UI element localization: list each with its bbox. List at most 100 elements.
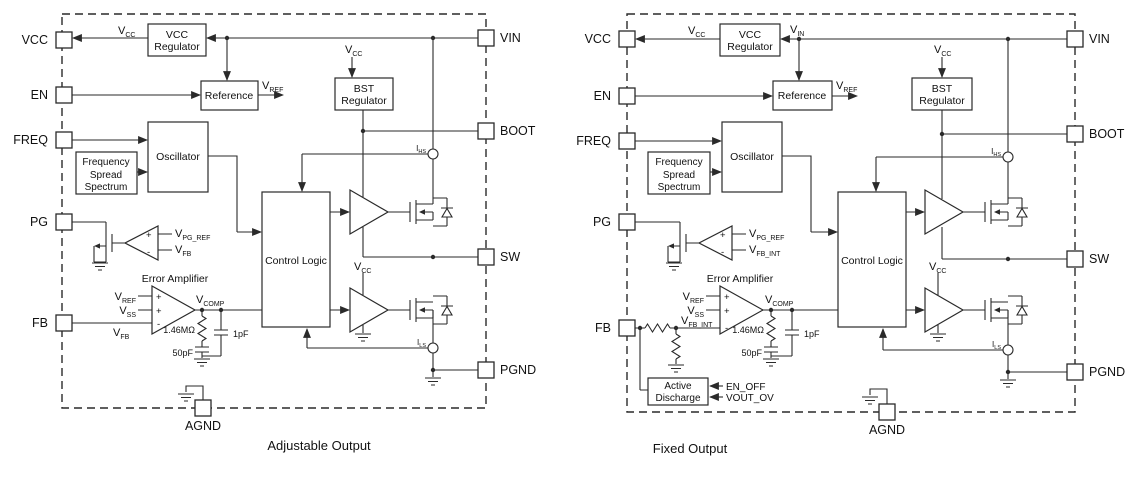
pin-vcc: VCC <box>22 31 73 49</box>
svg-text:+: + <box>146 230 152 241</box>
svg-text:PGND: PGND <box>500 363 536 377</box>
svg-text:VCC: VCC <box>22 33 48 47</box>
ground-icon <box>424 377 442 386</box>
bst-regulator-block: BST Regulator <box>334 77 394 111</box>
svg-text:Regulator: Regulator <box>341 95 387 107</box>
ic-boundary <box>61 13 487 409</box>
svg-text:Regulator: Regulator <box>154 41 200 53</box>
svg-text:1pF: 1pF <box>233 329 249 339</box>
vss-input-label: VSS <box>119 305 136 319</box>
svg-text:Regulator: Regulator <box>727 41 773 53</box>
capacitor-icon <box>194 346 210 353</box>
oscillator-block: Oscillator <box>721 121 783 193</box>
power-good-mosfet <box>665 222 699 271</box>
wire-network <box>635 35 1067 404</box>
compensation-network: 1.46MΩ 50pF 1pF <box>163 315 249 367</box>
svg-text:VIN: VIN <box>500 31 521 45</box>
vcc-wire-label: VCC <box>688 25 705 39</box>
vin-wire-label: VIN <box>790 24 804 38</box>
junction-dots <box>199 35 436 373</box>
svg-text:AGND: AGND <box>185 419 221 433</box>
ls-driver-vcc-label: VCC <box>354 261 371 275</box>
pin-pg: PG <box>593 213 636 231</box>
svg-text:PG: PG <box>593 215 611 229</box>
capacitor-icon <box>213 329 229 336</box>
frequency-spread-spectrum-block: Frequency Spread Spectrum <box>75 151 138 195</box>
high-side-mosfet <box>984 197 1029 227</box>
fb-series-resistor <box>644 322 671 334</box>
svg-text:Reference: Reference <box>778 90 827 102</box>
pin-fb: FB <box>32 314 73 332</box>
high-side-driver <box>349 188 390 236</box>
pin-en: EN <box>31 86 73 104</box>
svg-text:Control Logic: Control Logic <box>841 255 903 267</box>
svg-text:FB: FB <box>32 316 48 330</box>
active-discharge-block: Active Discharge EN_OFF VOUT_OV <box>647 377 774 406</box>
svg-text:Error Amplifier: Error Amplifier <box>707 273 774 285</box>
pin-fb: FB <box>595 319 636 337</box>
resistor-icon <box>766 315 776 342</box>
svg-text:Error Amplifier: Error Amplifier <box>142 273 209 285</box>
svg-text:+: + <box>724 306 730 317</box>
capacitor-icon <box>784 329 800 336</box>
ground-icon <box>861 396 879 405</box>
svg-text:50pF: 50pF <box>741 348 762 358</box>
svg-text:Oscillator: Oscillator <box>156 151 200 163</box>
high-side-current-sense: IHS <box>991 147 1014 163</box>
pin-sw: SW <box>1066 250 1109 268</box>
svg-text:+: + <box>156 292 162 303</box>
vcomp-label: VCOMP <box>765 294 794 308</box>
svg-text:Spread: Spread <box>90 170 122 181</box>
pin-agnd: AGND <box>861 396 905 437</box>
ground-icon <box>762 358 780 367</box>
vpg-ref-label: VPG_REF <box>749 228 784 242</box>
svg-text:+: + <box>724 292 730 303</box>
bst-vcc-label: VCC <box>934 44 951 58</box>
svg-text:-: - <box>725 323 728 334</box>
high-side-mosfet <box>409 197 454 227</box>
ground-icon <box>91 262 109 271</box>
reference-block: Reference <box>772 80 833 111</box>
pin-vin: VIN <box>1066 30 1110 48</box>
high-side-current-sense: IHS <box>416 144 439 160</box>
en-off-label: EN_OFF <box>726 382 765 393</box>
svg-text:50pF: 50pF <box>172 348 193 358</box>
svg-text:Regulator: Regulator <box>919 95 965 107</box>
fixed-output-diagram: VCC Regulator Reference BST Regulator Os… <box>576 13 1125 456</box>
pin-pgnd: PGND <box>477 361 536 379</box>
resistor-icon <box>197 315 207 342</box>
pin-boot: BOOT <box>1066 125 1125 143</box>
svg-text:BST: BST <box>354 83 375 95</box>
vref-input-label: VREF <box>683 291 704 305</box>
wire-network <box>72 34 478 400</box>
bst-vcc-label: VCC <box>345 44 362 58</box>
power-good-comparator: + - VPG_REF VFB <box>123 225 210 261</box>
low-side-mosfet <box>984 295 1029 325</box>
capacitor-icon <box>763 346 779 353</box>
svg-text:FREQ: FREQ <box>576 134 611 148</box>
svg-text:-: - <box>147 247 150 258</box>
svg-text:ILS: ILS <box>417 338 426 349</box>
svg-text:Reference: Reference <box>205 90 254 102</box>
ground-icon <box>665 262 683 271</box>
control-logic-block: Control Logic <box>837 191 907 328</box>
vcc-regulator-block: VCC Regulator <box>147 23 207 57</box>
low-side-mosfet <box>409 295 454 325</box>
svg-text:+: + <box>156 306 162 317</box>
vfb-int-input-label: VFB_INT <box>681 315 713 329</box>
svg-text:Oscillator: Oscillator <box>730 151 774 163</box>
pin-sw: SW <box>477 248 520 266</box>
svg-text:VCC: VCC <box>739 29 762 41</box>
body-diode-icon <box>1015 197 1029 227</box>
power-good-mosfet <box>91 222 125 271</box>
svg-text:ILS: ILS <box>992 340 1001 351</box>
body-diode-icon <box>440 197 454 227</box>
pin-vcc: VCC <box>585 30 636 48</box>
svg-text:Spectrum: Spectrum <box>85 182 128 193</box>
pin-agnd: AGND <box>177 393 221 433</box>
svg-text:FREQ: FREQ <box>13 133 48 147</box>
body-diode-icon <box>440 295 454 325</box>
svg-text:FB: FB <box>595 321 611 335</box>
ground-icon <box>999 379 1017 388</box>
